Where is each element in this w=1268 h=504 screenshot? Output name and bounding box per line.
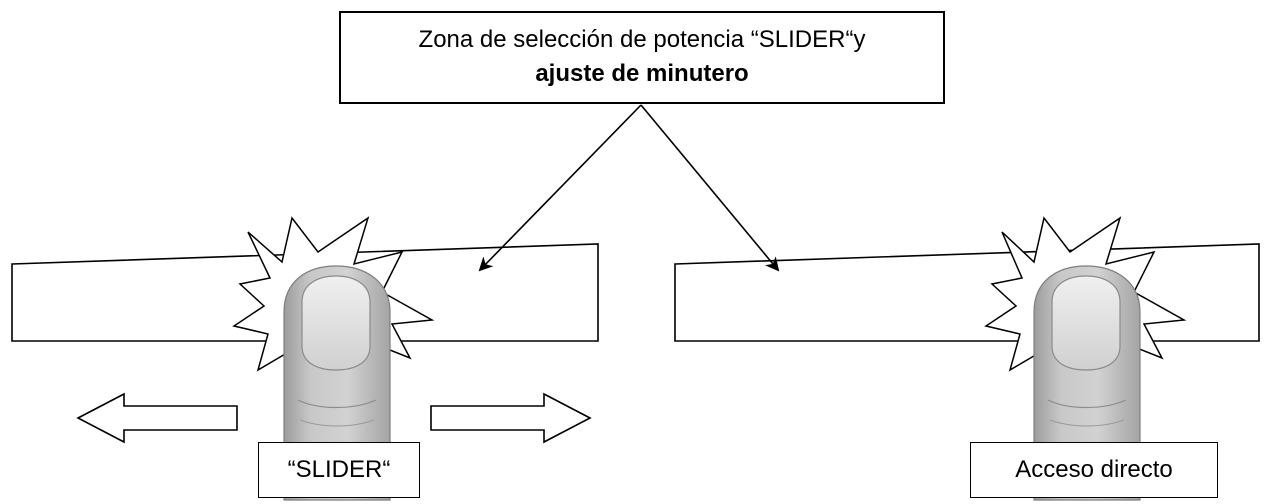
callout-line-1: Zona de selección de potencia “SLIDER“y — [418, 26, 866, 53]
callout-line-2: ajuste de minutero — [535, 60, 749, 87]
pointer-arrow-right — [640, 104, 780, 272]
arrow-right-icon — [430, 392, 592, 444]
pointer-arrow-left — [478, 104, 642, 272]
direct-access-label: Acceso directo — [970, 442, 1218, 498]
finger-icon — [283, 265, 391, 501]
slider-label: “SLIDER“ — [258, 442, 420, 498]
direct-panel-right — [674, 243, 1260, 342]
callout-box: Zona de selección de potencia “SLIDER“y … — [339, 11, 945, 104]
finger-icon — [1033, 265, 1141, 501]
arrow-left-icon — [76, 392, 238, 444]
